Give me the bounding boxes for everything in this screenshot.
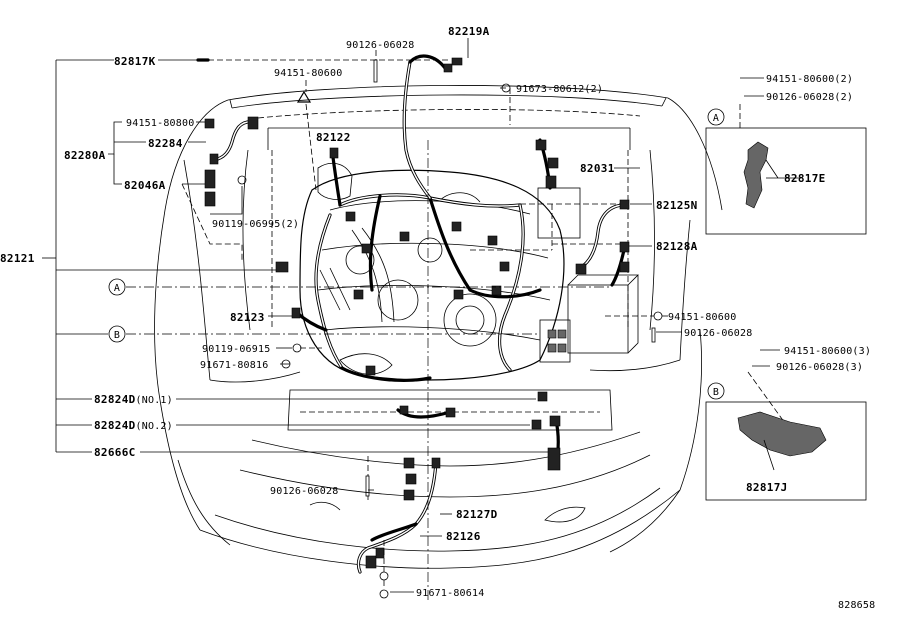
- inset-a-ref-label: A: [713, 113, 719, 124]
- label-82123: 82123: [230, 311, 265, 324]
- label-82824D-1: 82824D(NO.1): [94, 393, 173, 406]
- label-94151-3: 94151-80600(3): [784, 346, 871, 357]
- label-90119-2: 90119-06995(2): [212, 219, 299, 230]
- reference-markers: A B: [108, 278, 126, 343]
- label-94151-inset-a: 94151-80600(2): [766, 74, 853, 85]
- label-82046A: 82046A: [124, 179, 166, 192]
- label-82121: 82121: [0, 252, 35, 265]
- label-82280A: 82280A: [64, 149, 106, 162]
- label-82031: 82031: [580, 162, 615, 175]
- label-82127D: 82127D: [456, 508, 498, 521]
- label-82122: 82122: [316, 131, 351, 144]
- label-90126-3: 90126-06028(3): [776, 362, 863, 373]
- label-90119-06915: 90119-06915: [202, 344, 270, 355]
- label-91671-80614: 91671-80614: [416, 588, 484, 599]
- label-82126: 82126: [446, 530, 481, 543]
- ref-a-label: A: [114, 283, 120, 294]
- label-90126-bottom: 90126-06028: [270, 486, 338, 497]
- label-82125N: 82125N: [656, 199, 698, 212]
- label-82284: 82284: [148, 137, 183, 150]
- vehicle-body-outline: [154, 85, 723, 569]
- label-82817E: 82817E: [784, 172, 826, 185]
- leader-lines: [42, 38, 791, 600]
- label-82128A: 82128A: [656, 240, 698, 253]
- label-94151-mid: 94151-80600: [668, 312, 736, 323]
- label-90126-top: 90126-06028: [346, 40, 414, 51]
- label-94151-left: 94151-80800: [126, 118, 194, 129]
- ref-b-label: B: [114, 330, 120, 341]
- label-82219A: 82219A: [448, 25, 490, 38]
- label-90126-mid: 90126-06028: [684, 328, 752, 339]
- diagram-code: 828658: [838, 600, 875, 611]
- label-82817J: 82817J: [746, 481, 788, 494]
- part-labels: 82817K 82219A 90126-06028 94151-80600 91…: [0, 25, 875, 611]
- label-94151-top: 94151-80600: [274, 68, 342, 79]
- engine-assembly: [299, 162, 639, 381]
- label-82824D-2: 82824D(NO.2): [94, 419, 173, 432]
- inset-b: B 82817J: [705, 382, 867, 501]
- label-91671-80816: 91671-80816: [200, 360, 268, 371]
- inset-b-ref-label: B: [713, 387, 719, 398]
- inset-a: A 82817E: [705, 108, 867, 235]
- connectors: [204, 57, 663, 599]
- label-91673: 91673-80612(2): [516, 84, 603, 95]
- label-82817K: 82817K: [114, 55, 156, 68]
- label-82666C: 82666C: [94, 446, 136, 459]
- label-90126-inset-a: 90126-06028(2): [766, 92, 853, 103]
